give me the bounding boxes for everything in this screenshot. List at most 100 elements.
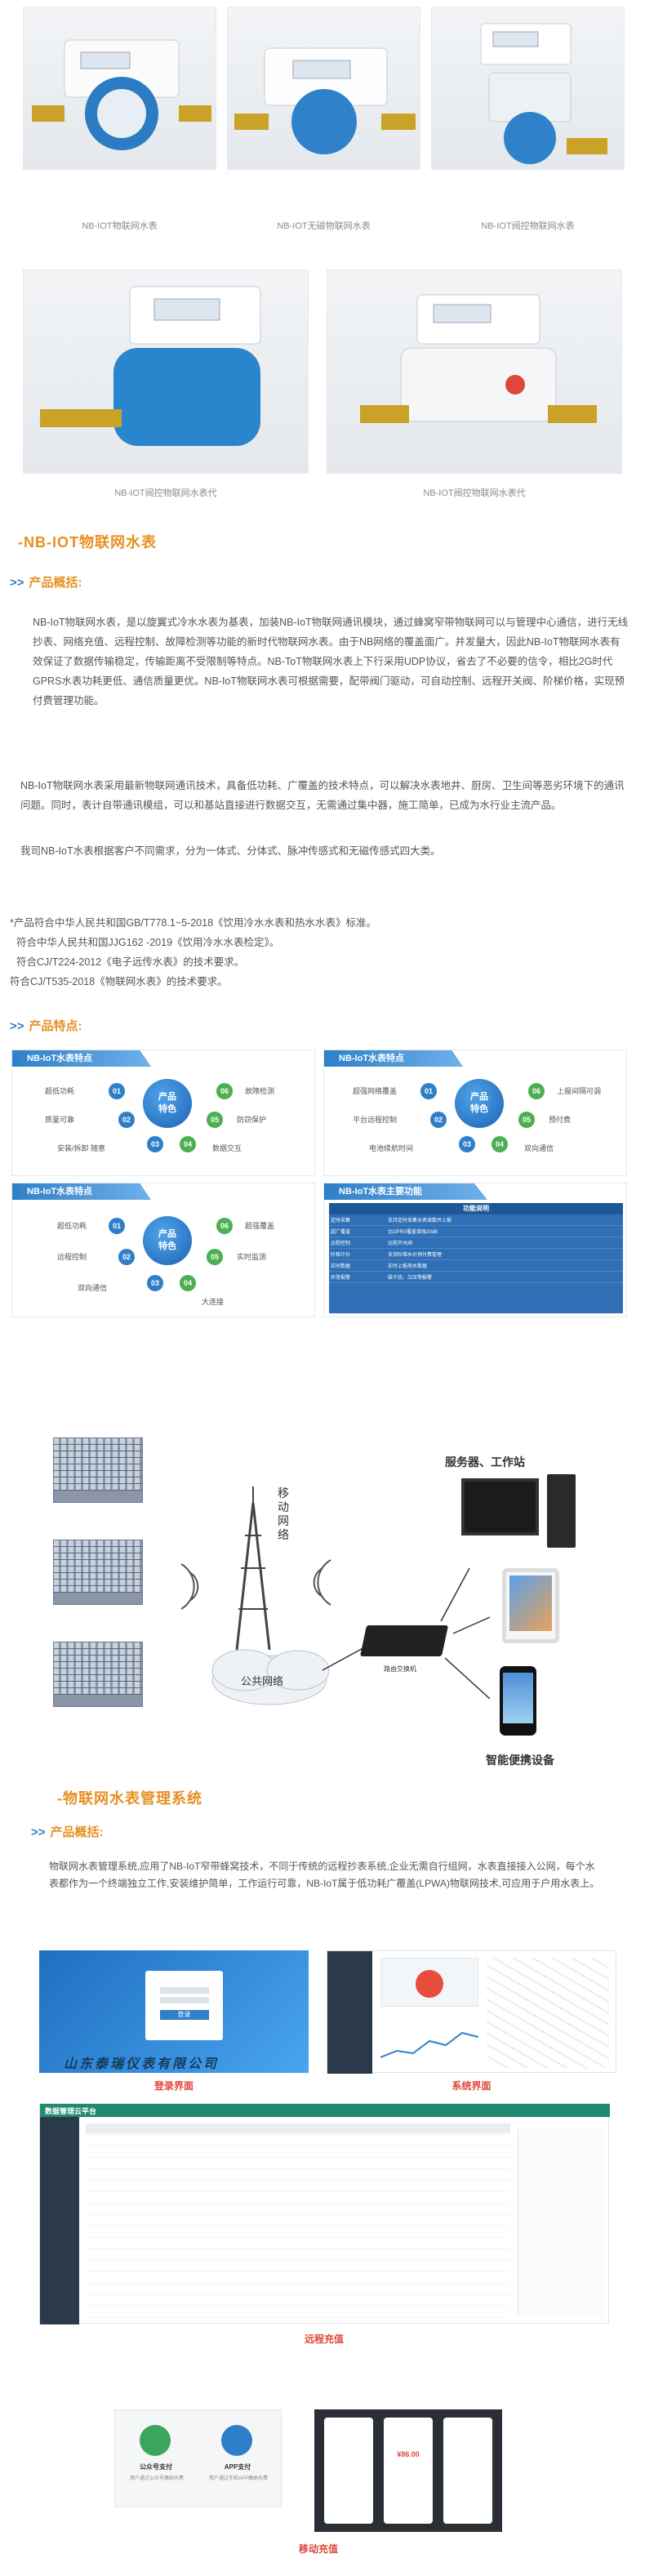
feature-label: 大连接 <box>202 1298 225 1306</box>
system-line-chart <box>380 2031 478 2058</box>
pay-label: APP支付 <box>224 2463 251 2471</box>
feature-label: 实时监测 <box>237 1253 267 1261</box>
standards-list: *产品符合中华人民共和国GB/T778.1~5-2018《饮用冷水水表和热水水表… <box>10 913 630 992</box>
chevron-right-icon: >> <box>31 1825 46 1839</box>
section-title-nbiot: -NB-IOT物联网水表 <box>18 534 157 550</box>
feature-node: 02 <box>118 1112 135 1128</box>
feature-label: 质量可靠 <box>45 1116 75 1124</box>
mobile-phones-panel: ¥86.00 <box>314 2409 502 2532</box>
card-header: NB-IoT水表主要功能 <box>324 1183 487 1200</box>
tablet-icon <box>502 1568 559 1643</box>
feature-node: 04 <box>180 1136 196 1152</box>
product-caption-1: NB-IOT物联网水表 <box>82 221 158 231</box>
login-watermark: 山东泰瑞仪表有限公司 <box>64 2057 220 2071</box>
feature-card-1: NB-IoT水表特点 产品 特色 01 02 03 04 05 06 超低功耗 … <box>11 1050 315 1176</box>
feature-node: 06 <box>216 1218 233 1234</box>
table-row: 远程控制远程开关阀 <box>329 1237 623 1249</box>
product-caption-5: NB-IOT阀控物联网水表代 <box>423 488 526 498</box>
phone-screen: ¥86.00 <box>384 2418 433 2524</box>
product-caption-3: NB-IOT阀控物联网水表 <box>481 221 575 231</box>
cloud-label: 公共网络 <box>241 1675 284 1687</box>
function-table-title: 功能说明 <box>329 1203 623 1214</box>
feature-label: 预付费 <box>549 1116 572 1124</box>
login-screenshot: 登录 山东泰瑞仪表有限公司 <box>39 1950 309 2073</box>
table-row: 阶梯计价支持阶梯水价预付费管理 <box>329 1249 623 1260</box>
login-caption: 登录界面 <box>153 2080 194 2092</box>
feature-card-4: NB-IoT水表主要功能 功能说明 定时采集支持定时采集水表读数并上报 超广覆盖… <box>323 1183 627 1317</box>
phone-screen <box>443 2418 492 2524</box>
router-device <box>359 1625 449 1656</box>
feature-label: 电池续航时间 <box>369 1144 414 1152</box>
tower-label: 移动网络 <box>278 1486 289 1541</box>
water-meter-illustration <box>40 286 261 446</box>
system-overview-paragraph: 物联网水表管理系统,应用了NB-IoT窄带蜂窝技术，不同于传统的远程抄表系统,企… <box>49 1861 600 1889</box>
feature-label: 超低功耗 <box>45 1087 75 1095</box>
feature-label: 故障检测 <box>245 1087 275 1095</box>
feature-label: 超强覆盖 <box>245 1222 275 1230</box>
feature-node: 05 <box>207 1249 223 1265</box>
feature-label: 超强网络覆盖 <box>353 1087 398 1095</box>
feature-card-2: NB-IoT水表特点 产品 特色 01 02 03 04 05 06 超强网络覆… <box>323 1050 627 1176</box>
feature-label: 远程控制 <box>57 1253 87 1261</box>
feature-node: 02 <box>430 1112 447 1128</box>
app-pay-icon <box>221 2425 252 2456</box>
feature-node: 03 <box>147 1275 163 1291</box>
standard-item: 符合CJ/T535-2018《物联网水表》的技术要求。 <box>10 976 228 987</box>
feature-node: 01 <box>109 1218 125 1234</box>
mobile-caption: 移动充值 <box>298 2543 338 2555</box>
water-meter-illustration <box>32 39 211 150</box>
overview-paragraph-2: NB-IoT物联网水表采用最新物联网通讯技术，具备低功耗、广覆盖的技术特点，可以… <box>20 780 625 811</box>
pay-desc: 用户通过手机APP缴纳水费 <box>208 2476 268 2481</box>
system-screenshot <box>327 1950 616 2074</box>
phone-screen <box>324 2418 373 2524</box>
building-icon <box>53 1540 143 1605</box>
feature-hub: 产品 特色 <box>143 1079 192 1128</box>
recharge-caption: 远程充值 <box>304 2333 344 2345</box>
feature-node: 03 <box>459 1136 475 1152</box>
login-button[interactable]: 登录 <box>159 2010 209 2020</box>
network-diagram: 移动网络 公共网络 路由交换机 服务器、工作站 智能便携设备 <box>0 1405 645 1780</box>
water-meter-illustration <box>480 23 607 164</box>
app-title: 数据管理云平台 <box>45 2107 97 2115</box>
feature-label: 安装/拆卸 随意 <box>57 1144 106 1152</box>
feature-node: 01 <box>420 1083 437 1099</box>
chevron-right-icon: >> <box>10 1019 24 1033</box>
feature-node: 02 <box>118 1249 135 1265</box>
pay-desc: 用户通过公众号缴纳水费 <box>129 2476 184 2481</box>
card-header: NB-IoT水表特点 <box>324 1050 463 1067</box>
feature-label: 防窃保护 <box>237 1116 267 1124</box>
login-form: 登录 <box>145 1971 223 2040</box>
table-row: 超广覆盖比GPRS覆盖增强20dB <box>329 1226 623 1237</box>
pc-tower-icon <box>547 1474 576 1548</box>
product-photo-5 <box>327 270 622 474</box>
function-table: 功能说明 定时采集支持定时采集水表读数并上报 超广覆盖比GPRS覆盖增强20dB… <box>329 1203 623 1313</box>
product-caption-4: NB-IOT阀控物联网水表代 <box>114 488 217 498</box>
system-overview-heading: >>产品概括: <box>31 1825 104 1839</box>
product-caption-2: NB-IOT无磁物联网水表 <box>277 221 371 231</box>
monitor-icon <box>461 1478 539 1535</box>
feature-label: 双向通信 <box>524 1144 554 1152</box>
router-label: 路由交换机 <box>384 1665 416 1673</box>
water-meter-illustration <box>360 294 597 423</box>
table-row: 异常报警磁干扰、欠压等报警 <box>329 1272 623 1283</box>
standard-item: *产品符合中华人民共和国GB/T778.1~5-2018《饮用冷水水表和热水水表… <box>10 917 377 929</box>
card-header: NB-IoT水表特点 <box>12 1050 151 1067</box>
product-photo-4 <box>23 270 309 474</box>
card-header: NB-IoT水表特点 <box>12 1183 151 1200</box>
wechat-pay-icon <box>140 2425 171 2456</box>
network-lines <box>180 1486 491 1705</box>
mobile-pay-panel: 公众号支付 用户通过公众号缴纳水费 APP支付 用户通过手机APP缴纳水费 <box>114 2409 282 2507</box>
feature-label: 平台远程控制 <box>353 1116 398 1124</box>
section-title-system: -物联网水表管理系统 <box>57 1790 202 1807</box>
feature-node: 04 <box>180 1275 196 1291</box>
product-photo-1 <box>23 7 216 170</box>
feature-card-3: NB-IoT水表特点 产品 特色 01 02 03 04 05 06 超低功耗 … <box>11 1183 315 1317</box>
product-photo-2 <box>227 7 420 170</box>
building-icon <box>53 1642 143 1707</box>
feature-node: 05 <box>207 1112 223 1128</box>
product-photo-3 <box>431 7 625 170</box>
feature-label: 双向通信 <box>78 1284 108 1292</box>
feature-hub: 产品 特色 <box>455 1079 504 1128</box>
overview-paragraph-1: NB-IoT物联网水表，是以旋翼式冷水水表为基表，加装NB-IoT物联网通讯模块… <box>33 617 629 706</box>
feature-node: 06 <box>216 1083 233 1099</box>
